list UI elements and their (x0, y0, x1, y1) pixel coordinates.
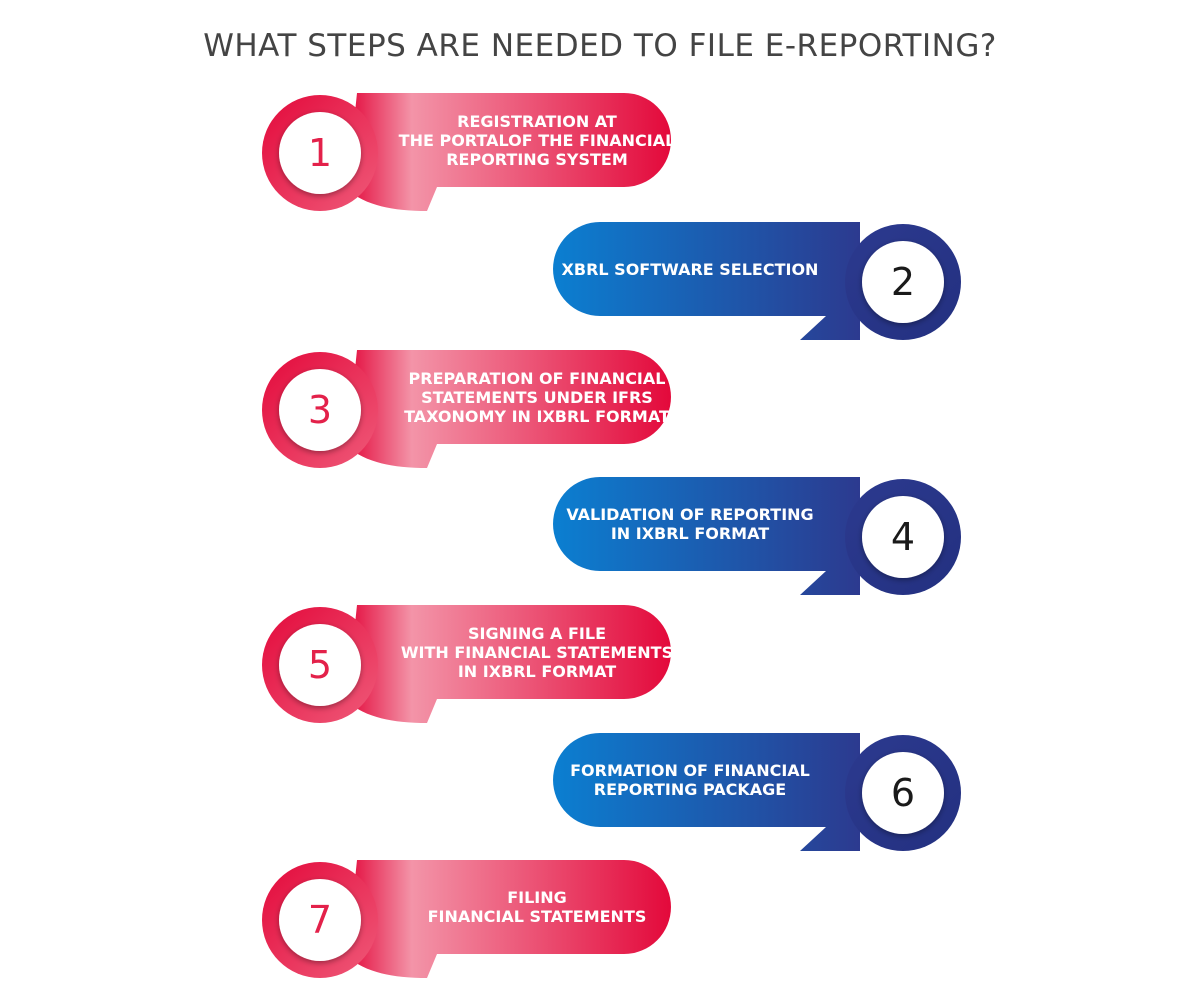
step-4-label-line: VALIDATION OF REPORTING (566, 505, 814, 524)
step-7-number-disc (279, 879, 361, 961)
step-4-number-disc (862, 496, 944, 578)
step-4-badge (553, 477, 961, 595)
step-4-number: 4 (890, 515, 916, 559)
step-2-label: XBRL SOFTWARE SELECTION (550, 222, 830, 316)
step-3-label-line: TAXONOMY IN IXBRL FORMAT (404, 406, 670, 426)
step-6-number-disc (862, 752, 944, 834)
step-6-badge (553, 733, 961, 851)
step-1-label-line: REPORTING SYSTEM (446, 149, 628, 169)
step-3-badge (262, 350, 671, 468)
step-4-pill (553, 477, 860, 595)
step-7-label-line: FINANCIAL STATEMENTS (427, 907, 647, 926)
step-1-pill (347, 93, 671, 211)
step-6-label-line: FORMATION OF FINANCIAL (570, 761, 810, 780)
step-5-badge (262, 605, 671, 723)
step-1-label-line: REGISTRATION AT (457, 111, 617, 131)
step-5-number-disc (279, 624, 361, 706)
step-6-label-line: REPORTING PACKAGE (593, 780, 787, 799)
step-5-label-line: IN IXBRL FORMAT (457, 661, 617, 681)
step-1-label-line: THE PORTALOF THE FINANCIAL (398, 130, 676, 150)
step-1-number-disc (279, 112, 361, 194)
step-1-number: 1 (307, 131, 333, 175)
step-2-pill (553, 222, 860, 340)
page-title: WHAT STEPS ARE NEEDED TO FILE E-REPORTIN… (203, 28, 997, 64)
step-7-pill (347, 860, 671, 978)
step-6-number: 6 (890, 771, 916, 815)
step-2-number: 2 (890, 260, 916, 304)
step-2-number-disc (862, 241, 944, 323)
step-2-label-line: XBRL SOFTWARE SELECTION (561, 259, 819, 279)
step-7-number: 7 (307, 898, 333, 942)
step-3-pill (347, 350, 671, 468)
step-3-label-line: STATEMENTS UNDER IFRS (421, 387, 653, 407)
step-4-label-line: IN IXBRL FORMAT (610, 524, 770, 543)
step-7-label-line: FILING (507, 888, 567, 907)
step-5-label-line: WITH FINANCIAL STATEMENTS (400, 642, 674, 662)
step-3-number-disc (279, 369, 361, 451)
step-5-pill (347, 605, 671, 723)
step-7-badge (262, 860, 671, 978)
step-3-label-line: PREPARATION OF FINANCIAL (408, 368, 666, 388)
step-6-pill (553, 733, 860, 851)
step-1-badge (262, 93, 671, 211)
step-2-badge (553, 222, 961, 340)
step-5-label-line: SIGNING A FILE (467, 623, 606, 643)
step-3-number: 3 (307, 388, 333, 432)
step-2: 2 XBRL SOFTWARE SELECTION (240, 222, 961, 347)
step-5-number: 5 (307, 643, 333, 687)
